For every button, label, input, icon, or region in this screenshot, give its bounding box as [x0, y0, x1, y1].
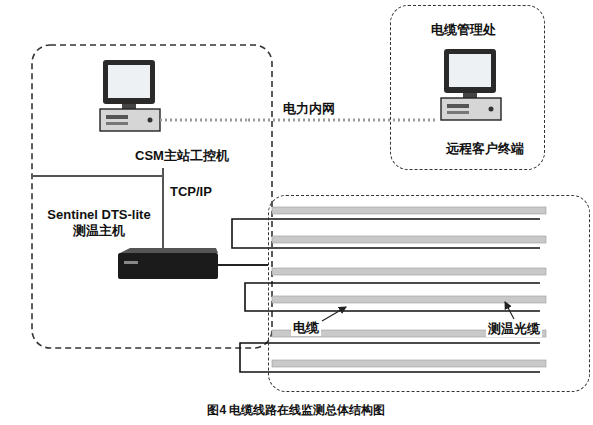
region-box: 电缆 测温光缆 — [268, 195, 590, 392]
node-label: Sentinel DTS-lite 测温主机 — [40, 207, 158, 239]
figure-caption: 图4 电缆线路在线监测总体结构图 — [207, 403, 385, 417]
fiber-loops — [232, 219, 540, 372]
node-label: 远程客户终端 — [437, 141, 533, 157]
node-label: 电缆管理处 — [429, 22, 498, 38]
edge-label: TCP/IP — [168, 184, 214, 200]
node-label: CSM主站工控机 — [133, 148, 231, 164]
cable-bar — [272, 296, 546, 303]
device-node: Sentinel DTS-lite 测温主机 — [40, 205, 220, 283]
device-node: CSM主站工控机 — [98, 60, 248, 168]
leader-line — [505, 302, 514, 319]
node-label: 电缆 — [291, 320, 321, 336]
cable-bar — [272, 207, 546, 214]
station-region — [32, 45, 272, 348]
cable-bar — [272, 268, 546, 275]
leader-line — [322, 307, 346, 321]
node-label: 测温光缆 — [486, 321, 542, 337]
region-box: 电缆管理处远程客户终端 — [390, 5, 545, 170]
connector-line — [220, 264, 268, 266]
cable-bar — [272, 236, 546, 243]
connector-line — [162, 168, 164, 205]
cable-bar — [272, 360, 546, 367]
bus-line — [32, 175, 163, 177]
device-node: 远程客户终端 — [437, 46, 536, 161]
connector-line — [248, 119, 437, 122]
caption-row: 图4 电缆线路在线监测总体结构图 — [0, 400, 593, 419]
edge-label: 电力内网 — [281, 101, 337, 117]
